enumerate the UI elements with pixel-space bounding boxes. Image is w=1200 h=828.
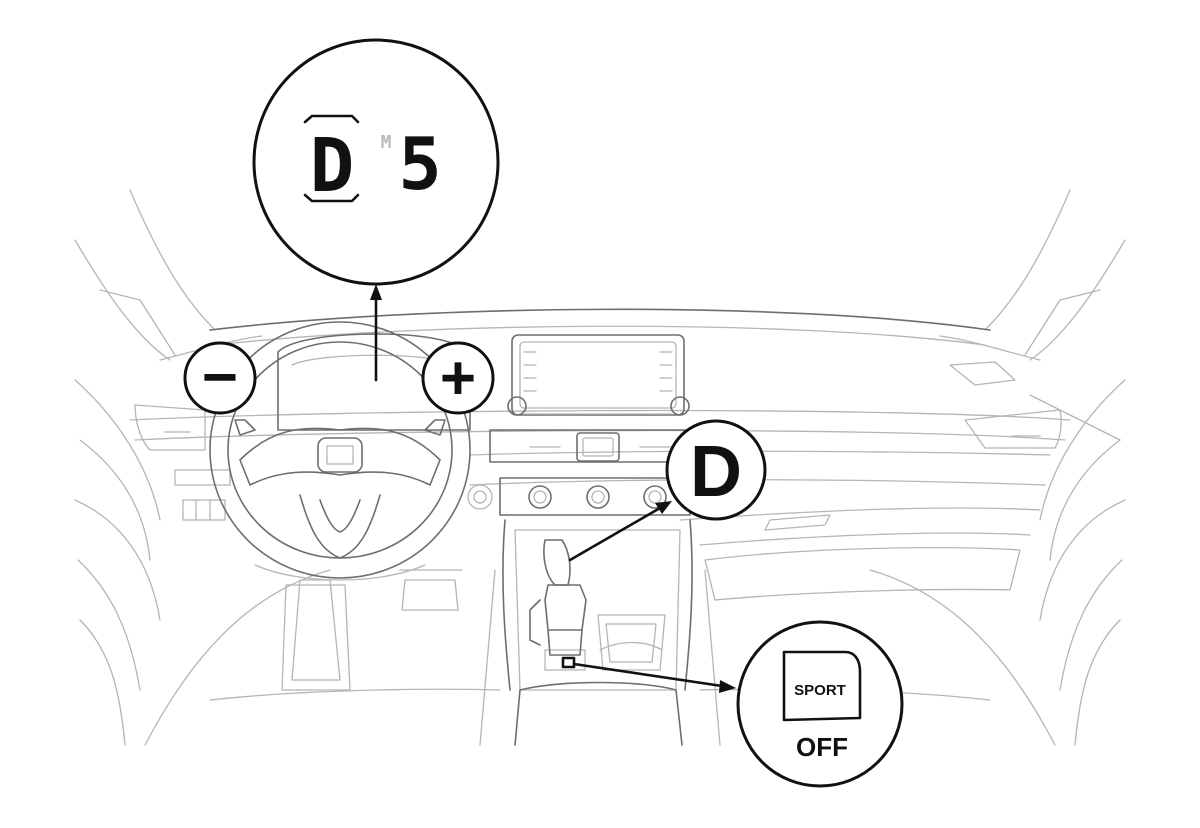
- gear-display-mode: M: [381, 132, 392, 153]
- d-position-callout: D: [665, 419, 767, 521]
- sport-button-callout: SPORT OFF: [736, 620, 904, 788]
- sport-button-small: [561, 656, 576, 669]
- paddle-plus: +: [421, 341, 495, 415]
- gear-display-callout: D M 5: [252, 38, 500, 286]
- d-position-letter: D: [690, 432, 742, 512]
- cabin-outline: [74, 189, 1126, 746]
- paddle-minus-symbol: −: [202, 343, 238, 412]
- gear-display-letter: D: [310, 123, 355, 209]
- sport-off-label: OFF: [796, 732, 848, 762]
- sport-button-label: SPORT: [794, 682, 846, 699]
- paddle-minus: −: [183, 341, 257, 415]
- center-stack: [467, 334, 701, 516]
- gear-display-number: 5: [398, 122, 441, 206]
- steering-wheel: [209, 321, 471, 581]
- pointer-arrows: [370, 284, 736, 693]
- gear-shifter: [529, 539, 587, 669]
- center-console: [502, 519, 693, 746]
- paddle-plus-symbol: +: [440, 344, 476, 413]
